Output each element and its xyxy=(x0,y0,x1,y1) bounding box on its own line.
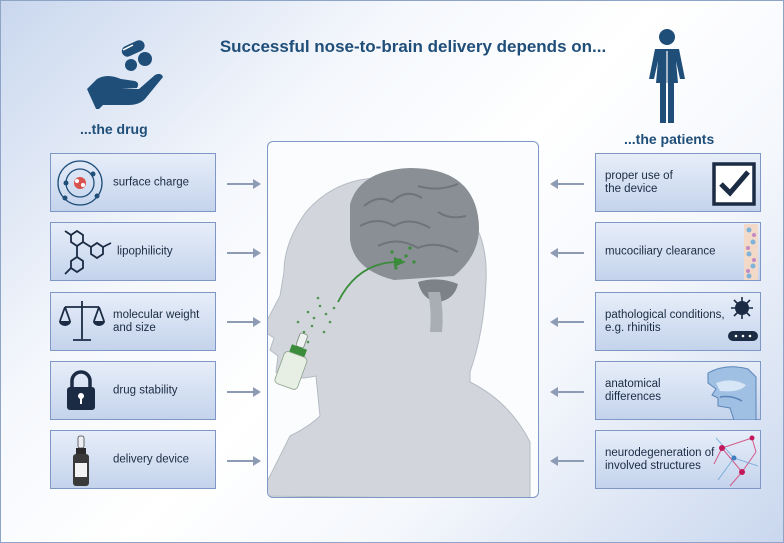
virus-bacteria-icon xyxy=(728,297,758,341)
patient-factor-label: neurodegeneration of involved structures xyxy=(605,446,715,472)
person-icon xyxy=(649,29,685,123)
arrow-left xyxy=(550,179,584,189)
drug-factor-label: molecular weight and size xyxy=(113,308,200,334)
patient-factor-neurodegeneration: neurodegeneration of involved structures xyxy=(595,430,761,489)
head-illustration-panel xyxy=(267,141,539,498)
patient-factor-mucociliary-clearance: mucociliary clearance xyxy=(595,222,761,281)
patient-factor-label: mucociliary clearance xyxy=(605,245,716,257)
hand-with-pills-icon xyxy=(87,40,163,109)
nasal-spray-bottle-icon xyxy=(73,435,89,486)
arrow-left xyxy=(550,387,584,397)
arrow-left xyxy=(550,456,584,466)
drug-factor-label: lipophilicity xyxy=(117,245,173,257)
drug-heading: ...the drug xyxy=(80,121,148,137)
arrow-right xyxy=(227,456,261,466)
drug-factor-label: surface charge xyxy=(113,176,190,188)
arrow-left xyxy=(550,317,584,327)
drug-factor-drug-stability: drug stability xyxy=(50,361,216,420)
atom-icon xyxy=(57,160,103,206)
drug-factor-label: drug stability xyxy=(113,384,178,396)
checkbox-icon xyxy=(712,162,756,206)
arrow-right xyxy=(227,317,261,327)
patient-factor-label: pathological conditions, e.g. rhinitis xyxy=(605,308,725,334)
nasal-cavity-anatomy-icon xyxy=(707,366,757,420)
patient-factor-label: anatomical differences xyxy=(605,377,662,403)
patient-factor-proper-use: proper use of the device xyxy=(595,153,761,212)
scale-icon xyxy=(59,301,105,341)
patient-factor-label: proper use of the device xyxy=(605,169,673,195)
drug-factor-molecular-weight: molecular weight and size xyxy=(50,292,216,351)
drug-factor-delivery-device: delivery device xyxy=(50,430,216,489)
arrow-right xyxy=(227,387,261,397)
patients-heading: ...the patients xyxy=(624,131,715,147)
patient-factor-pathological-conditions: pathological conditions, e.g. rhinitis xyxy=(595,292,761,351)
arrow-right xyxy=(227,179,261,189)
arrow-left xyxy=(550,248,584,258)
figure-title: Successful nose-to-brain delivery depend… xyxy=(219,37,607,56)
drug-factor-surface-charge: surface charge xyxy=(50,153,216,212)
arrow-right xyxy=(227,248,261,258)
patient-factor-anatomical-differences: anatomical differences xyxy=(595,361,761,420)
drug-factor-label: delivery device xyxy=(113,453,190,465)
neuron-network-icon xyxy=(713,435,759,487)
drug-factor-lipophilicity: lipophilicity xyxy=(50,222,216,281)
mucosa-cells-icon xyxy=(744,224,758,280)
head-profile-illustration xyxy=(268,168,531,497)
molecule-icon xyxy=(64,229,112,275)
padlock-icon xyxy=(67,370,95,410)
